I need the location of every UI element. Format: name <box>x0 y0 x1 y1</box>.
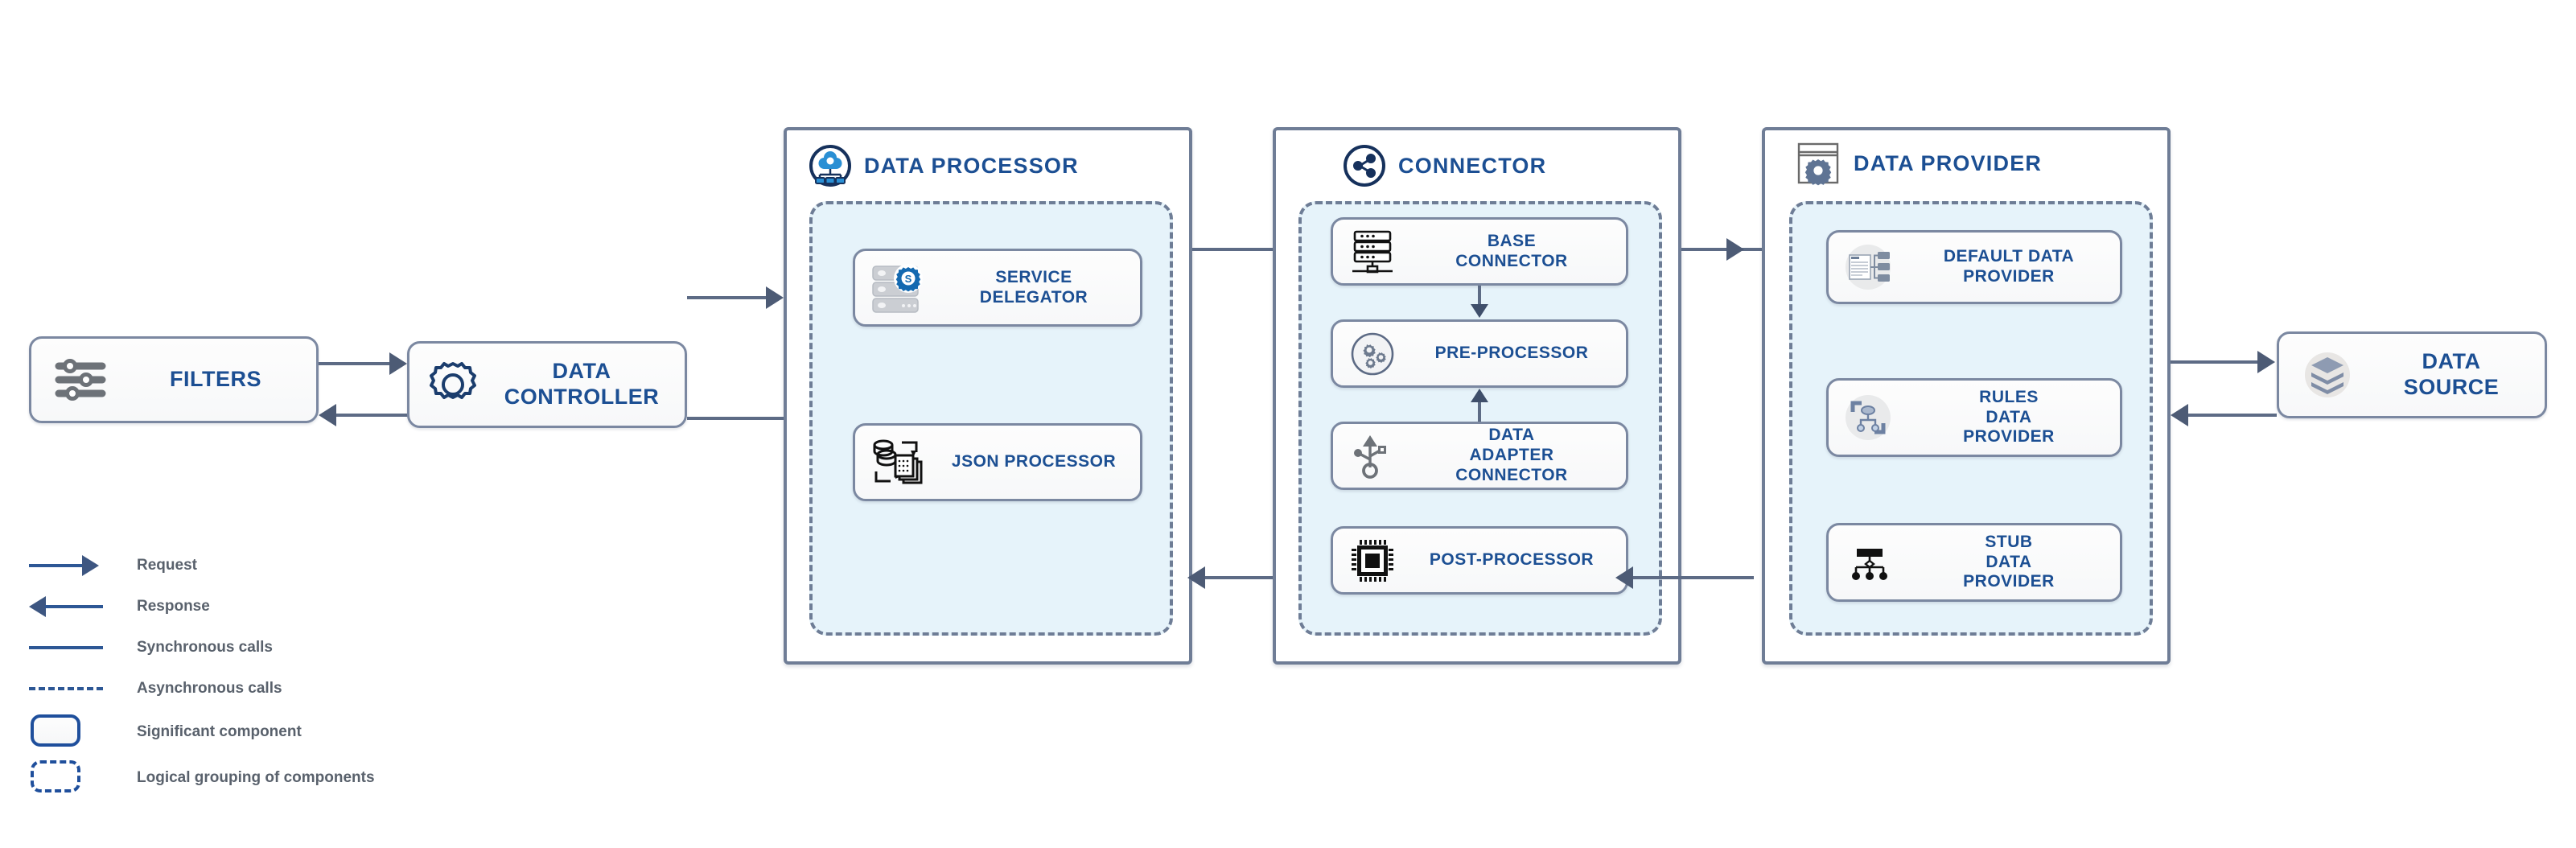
default-data-provider-component[interactable]: DEFAULT DATA PROVIDER <box>1826 230 2122 304</box>
data-adapter-connector-label: DATA ADAPTER CONNECTOR <box>1455 426 1568 484</box>
solid-line-icon <box>29 632 117 663</box>
gear-icon <box>427 359 479 410</box>
connector-logical-group: BASE CONNECTOR <box>1298 201 1662 636</box>
data-source-component[interactable]: DATA SOURCE <box>2277 331 2547 418</box>
arrow-source-to-provider-line <box>2188 414 2277 417</box>
svg-text:S: S <box>905 273 912 285</box>
legend-label-async: Asynchronous calls <box>137 680 282 697</box>
request-arrow-icon <box>29 550 117 581</box>
arrow-processor-to-connector-line <box>1192 248 1289 251</box>
layers-icon <box>2297 346 2358 404</box>
panel-data-provider: DATA PROVIDER <box>1762 127 2171 665</box>
arrow-base-to-pre-head <box>1471 304 1488 318</box>
legend-label-request: Request <box>137 557 197 574</box>
arrow-connector-to-processor-head <box>1187 566 1205 589</box>
post-processor-label: POST-PROCESSOR <box>1429 550 1595 570</box>
stub-data-provider-component[interactable]: STUB DATA PROVIDER <box>1826 523 2122 602</box>
document-tree-icon <box>1841 241 1898 294</box>
legend-item-logical-grouping: Logical grouping of components <box>29 760 375 796</box>
arrow-provider-to-connector-line <box>1633 576 1754 579</box>
legend-label-sync: Synchronous calls <box>137 639 273 656</box>
arrow-controller-to-filters-head <box>319 404 336 426</box>
arrow-connector-to-provider-line <box>1681 248 1770 251</box>
legend-label-logical-grouping: Logical grouping of components <box>137 769 375 786</box>
stub-data-provider-label: STUB DATA PROVIDER <box>1963 532 2055 591</box>
panel-data-provider-header: DATA PROVIDER <box>1796 142 2043 186</box>
server-rack-icon <box>1348 228 1397 276</box>
response-arrow-icon <box>29 591 117 622</box>
hierarchy-icon <box>1841 536 1898 589</box>
legend-item-sync: Synchronous calls <box>29 632 375 663</box>
data-adapter-connector-component[interactable]: DATA ADAPTER CONNECTOR <box>1331 422 1628 490</box>
dashed-line-icon <box>29 673 117 704</box>
filters-label: FILTERS <box>170 367 261 392</box>
processor-network-icon <box>809 145 851 187</box>
panel-connector: CONNECTOR <box>1273 127 1681 665</box>
rules-data-provider-component[interactable]: RULES DATA PROVIDER <box>1826 378 2122 457</box>
data-controller-component[interactable]: DATA CONTROLLER <box>407 341 687 428</box>
arrow-controller-to-filters-line <box>336 414 409 417</box>
arrow-controller-to-processor-line <box>687 296 767 299</box>
service-delegator-component[interactable]: S SERVICE DELEGATOR <box>853 249 1142 327</box>
rules-data-provider-label: RULES DATA PROVIDER <box>1963 387 2055 447</box>
arrow-adapter-to-pre-line <box>1478 401 1481 422</box>
data-processor-logical-group: S SERVICE DELEGATOR <box>809 201 1173 636</box>
server-gear-icon: S <box>868 260 928 316</box>
filters-component[interactable]: FILTERS <box>29 336 319 423</box>
json-processor-label: JSON PROCESSOR <box>951 452 1117 471</box>
post-processor-component[interactable]: POST-PROCESSOR <box>1331 526 1628 595</box>
panel-data-processor: DATA PROCESSOR <box>784 127 1192 665</box>
service-delegator-label: SERVICE DELEGATOR <box>979 267 1088 307</box>
default-data-provider-label: DEFAULT DATA PROVIDER <box>1943 247 2075 286</box>
base-connector-label: BASE CONNECTOR <box>1455 231 1568 270</box>
arrow-controller-to-processor-head <box>766 286 784 309</box>
legend-label-response: Response <box>137 598 210 615</box>
sliders-icon <box>52 355 115 405</box>
usb-icon <box>1348 432 1397 480</box>
legend-item-request: Request <box>29 550 375 581</box>
data-controller-label: DATA CONTROLLER <box>504 359 660 409</box>
panel-data-provider-title: DATA PROVIDER <box>1854 150 2043 175</box>
arrow-filters-to-controller-head <box>389 352 407 375</box>
arrow-provider-to-source-head <box>2257 351 2275 373</box>
window-gear-icon <box>1796 142 1841 186</box>
legend-item-significant-component: Significant component <box>29 714 375 750</box>
arrow-connector-to-processor-line <box>1205 576 1302 579</box>
arrow-source-to-provider-head <box>2171 404 2188 426</box>
panel-data-processor-header: DATA PROCESSOR <box>809 145 1079 187</box>
rules-node-icon <box>1841 391 1898 444</box>
arrow-processor-to-controller-line <box>687 417 784 420</box>
dashed-box-icon <box>29 760 117 796</box>
arrow-connector-to-provider-head <box>1726 238 1744 261</box>
solid-box-icon <box>29 714 117 750</box>
data-provider-logical-group: DEFAULT DATA PROVIDER <box>1789 201 2153 636</box>
panel-data-processor-title: DATA PROCESSOR <box>864 153 1079 178</box>
json-processor-component[interactable]: JSON PROCESSOR <box>853 423 1142 501</box>
arrow-provider-to-source-line <box>2171 360 2259 364</box>
legend-item-response: Response <box>29 591 375 622</box>
arrow-provider-to-connector-head <box>1615 566 1633 589</box>
cpu-chip-icon <box>1348 537 1397 585</box>
legend-item-async: Asynchronous calls <box>29 673 375 704</box>
pre-processor-component[interactable]: PRE-PROCESSOR <box>1331 319 1628 388</box>
data-transform-icon <box>868 434 928 491</box>
panel-connector-title: CONNECTOR <box>1398 153 1547 178</box>
legend-label-significant-component: Significant component <box>137 723 302 740</box>
legend: Request Response Synchronous calls Async… <box>29 550 375 806</box>
data-source-label: DATA SOURCE <box>2403 349 2500 399</box>
gears-circle-icon <box>1348 330 1397 378</box>
share-nodes-icon <box>1344 145 1385 187</box>
panel-connector-header: CONNECTOR <box>1344 145 1546 187</box>
base-connector-component[interactable]: BASE CONNECTOR <box>1331 217 1628 286</box>
arrow-adapter-to-pre-head <box>1471 389 1488 402</box>
arrow-base-to-pre-line <box>1478 286 1481 307</box>
pre-processor-label: PRE-PROCESSOR <box>1434 344 1589 363</box>
arrow-filters-to-controller-line <box>319 362 391 365</box>
